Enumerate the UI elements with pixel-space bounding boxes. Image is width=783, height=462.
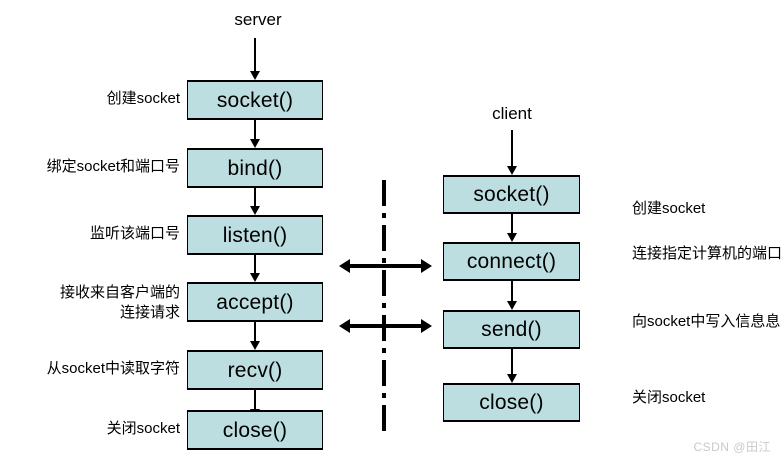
client-note-close: 关闭socket (632, 389, 706, 406)
separator-dash (382, 315, 386, 341)
server-step-socket[interactable]: socket() (187, 80, 323, 120)
arrow-server-bind-to-listen (250, 188, 260, 215)
separator-dash (382, 180, 386, 206)
arrow-server-accept-to-recv (250, 322, 260, 350)
server-note-socket: 创建socket (106, 90, 180, 107)
client-note-send: 向socket中写入信息息 (632, 313, 781, 330)
arrow-client-socket-to-connect (507, 214, 517, 242)
server-note-accept-line1: 接收来自客户端的 连接请求 (59, 284, 180, 322)
separator-dot (382, 393, 386, 398)
server-note-close: 关闭socket (106, 420, 180, 437)
client-step-send[interactable]: send() (443, 310, 580, 349)
client-step-close[interactable]: close() (443, 383, 580, 422)
server-step-listen[interactable]: listen() (187, 215, 323, 255)
server-note-listen: 监听该端口号 (89, 225, 180, 242)
server-note-accept: 接收来自客户端的 连接请求 (0, 283, 180, 324)
arrow-server-listen-to-accept (250, 255, 260, 282)
server-step-accept[interactable]: accept() (187, 282, 323, 322)
arrow-server-socket-to-bind (250, 120, 260, 148)
server-step-close[interactable]: close() (187, 410, 323, 450)
separator-dot (382, 258, 386, 263)
separator-dot (382, 303, 386, 308)
server-note-recv: 从socket中读取字符 (46, 360, 180, 377)
server-step-bind[interactable]: bind() (187, 148, 323, 188)
server-endpoint-label: server (234, 10, 282, 29)
separator-dash (382, 360, 386, 386)
arrow-client-start-to-socket (507, 130, 517, 175)
arrow-server-start-to-socket (250, 38, 260, 80)
watermark-label: CSDN @田江 (693, 440, 771, 454)
arrow-client-send-to-close (507, 349, 517, 383)
client-note-socket: 创建socket (632, 200, 706, 217)
client-step-connect[interactable]: connect() (443, 242, 580, 281)
server-note-bind: 绑定socket和端口号 (46, 158, 180, 175)
comm-arrow-recv-send (339, 319, 432, 333)
separator-dash (382, 225, 386, 251)
comm-arrow-accept-connect (339, 259, 432, 273)
arrow-client-connect-to-send (507, 281, 517, 310)
separator-dash (382, 270, 386, 296)
client-step-socket[interactable]: socket() (443, 175, 580, 214)
separator-dot (382, 348, 386, 353)
client-endpoint-label: client (492, 104, 532, 123)
client-note-connect: 连接指定计算机的端口 (632, 245, 783, 262)
arrow-server-recv-to-close (250, 390, 260, 418)
separator-dot (382, 213, 386, 218)
separator-dash (382, 405, 386, 431)
separator-dash-dot (382, 180, 386, 432)
server-step-recv[interactable]: recv() (187, 350, 323, 390)
